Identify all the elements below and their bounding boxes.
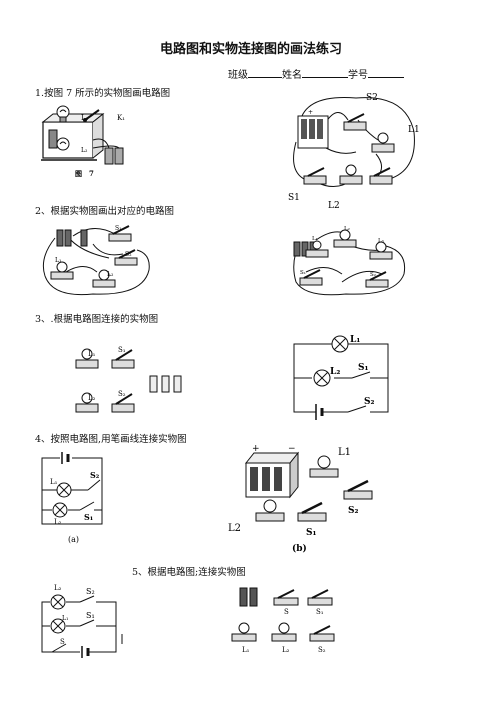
q5r-l1-label: L₁ xyxy=(242,646,250,654)
q1r-s2-label: S2 xyxy=(366,93,378,103)
q5l-l1-label: L₁ xyxy=(62,615,68,622)
q5-circuit-diagram: L₂ S₂ L₁ S₁ S xyxy=(41,584,123,658)
fig7-l2-label: L₂ xyxy=(81,147,88,154)
class-blank[interactable] xyxy=(248,67,282,78)
q5l-s-label: S xyxy=(60,638,65,646)
q3r-l2-label: L₂ xyxy=(330,367,340,377)
q2l-l2-label: L₂ xyxy=(107,271,114,278)
q2r-l1-label: L₁ xyxy=(312,236,318,242)
q2r-l3-label: L₃ xyxy=(378,238,384,244)
q5l-l2-label: L₂ xyxy=(54,584,62,592)
q2r-s2-label: S₂ xyxy=(370,272,376,278)
q5r-s-label: S xyxy=(284,608,289,616)
q3-components: L₁ S₁ L₂ S₂ xyxy=(75,346,182,413)
q4a-s1-label: S₁ xyxy=(84,512,93,522)
q4b-s1-label: S₁ xyxy=(306,528,316,538)
q3-circuit-diagram: L₁ L₂ S₁ S₂ xyxy=(293,335,389,420)
q2l-l1-label: L₁ xyxy=(55,257,61,264)
figure-7-physical-circuit: L₁ K₁ L₂ 图 7 xyxy=(41,105,125,178)
q2-right-physical-circuit: L₂ L₁ L₃ S₁ S₂ xyxy=(293,226,406,296)
question-2: 2、根据实物图画出对应的电路图 xyxy=(35,206,175,217)
fig7-l1-label: L₁ xyxy=(81,114,89,122)
name-blank[interactable] xyxy=(302,67,348,78)
q4a-s2-label: S₂ xyxy=(90,470,100,480)
page-title: 电路图和实物连接图的画法练习 xyxy=(159,42,342,57)
q3l-l1-label: L₁ xyxy=(88,350,96,358)
q3l-s1-label: S₁ xyxy=(118,346,126,354)
q4a-l1-label: L₁ xyxy=(50,478,58,486)
q2r-l2-label: L₂ xyxy=(344,226,350,232)
question-4: 4、按照电路图,用笔画线连接实物图 xyxy=(35,434,187,445)
q2l-s1-label: S₁ xyxy=(115,225,122,232)
q1r-l1-label: L1 xyxy=(408,125,420,135)
class-label: 班级 xyxy=(228,70,248,81)
question-5: 5、根据电路图;连接实物图 xyxy=(132,567,246,578)
q3l-s2-label: S₂ xyxy=(118,390,126,398)
q3r-s1-label: S₁ xyxy=(358,363,368,373)
id-blank[interactable] xyxy=(368,67,404,78)
svg-text:+: + xyxy=(308,109,313,116)
q4a-caption: (a) xyxy=(68,535,79,544)
question-3: 3、.根据电路图连接的实物图 xyxy=(35,314,159,325)
q1r-l2-label: L2 xyxy=(328,201,340,211)
q4b-minus: − xyxy=(288,444,296,454)
q2r-s1-label: S₁ xyxy=(300,270,306,276)
q4a-l2-label: L₂ xyxy=(54,518,62,526)
q1-right-physical-circuit: + S2 L1 S1 L2 xyxy=(288,93,420,211)
q5r-s1-label: S₁ xyxy=(316,608,324,616)
q3l-l2-label: L₂ xyxy=(88,394,96,402)
question-1: 1.按图 7 所示的实物图画电路图 xyxy=(35,88,171,99)
q4b-plus: + xyxy=(252,444,260,454)
q3r-s2-label: S₂ xyxy=(364,397,374,407)
q4b-physical-components: + − L1 L2 S₁ S₂ (b) xyxy=(228,444,373,554)
q3r-l1-label: L₁ xyxy=(350,335,360,345)
q5l-s1-label: S₁ xyxy=(86,611,95,620)
q4a-circuit-diagram: S₂ L₁ S₁ L₂ (a) xyxy=(41,452,103,544)
q1r-s1-label: S1 xyxy=(288,193,300,203)
student-info: 班级 姓名 学号 xyxy=(228,66,404,81)
id-label: 学号 xyxy=(348,70,368,81)
q5l-s2-label: S₂ xyxy=(86,587,95,596)
q2l-s2-label: S₂ xyxy=(125,251,132,258)
q4b-caption: (b) xyxy=(292,543,307,554)
q5r-s2-label: S₂ xyxy=(318,646,326,654)
q4b-s2-label: S₂ xyxy=(348,506,358,516)
q4b-l2-label: L2 xyxy=(228,523,241,534)
q5-physical-components: S S₁ L₁ L₂ S₂ xyxy=(231,587,335,654)
fig7-caption: 图 7 xyxy=(75,169,94,178)
q5r-l2-label: L₂ xyxy=(282,646,290,654)
q2-left-physical-circuit: S₁ S₂ L₁ L₂ xyxy=(42,225,150,296)
fig7-k1-label: K₁ xyxy=(117,114,125,122)
q4b-l1-label: L1 xyxy=(338,447,351,458)
name-label: 姓名 xyxy=(282,70,302,81)
